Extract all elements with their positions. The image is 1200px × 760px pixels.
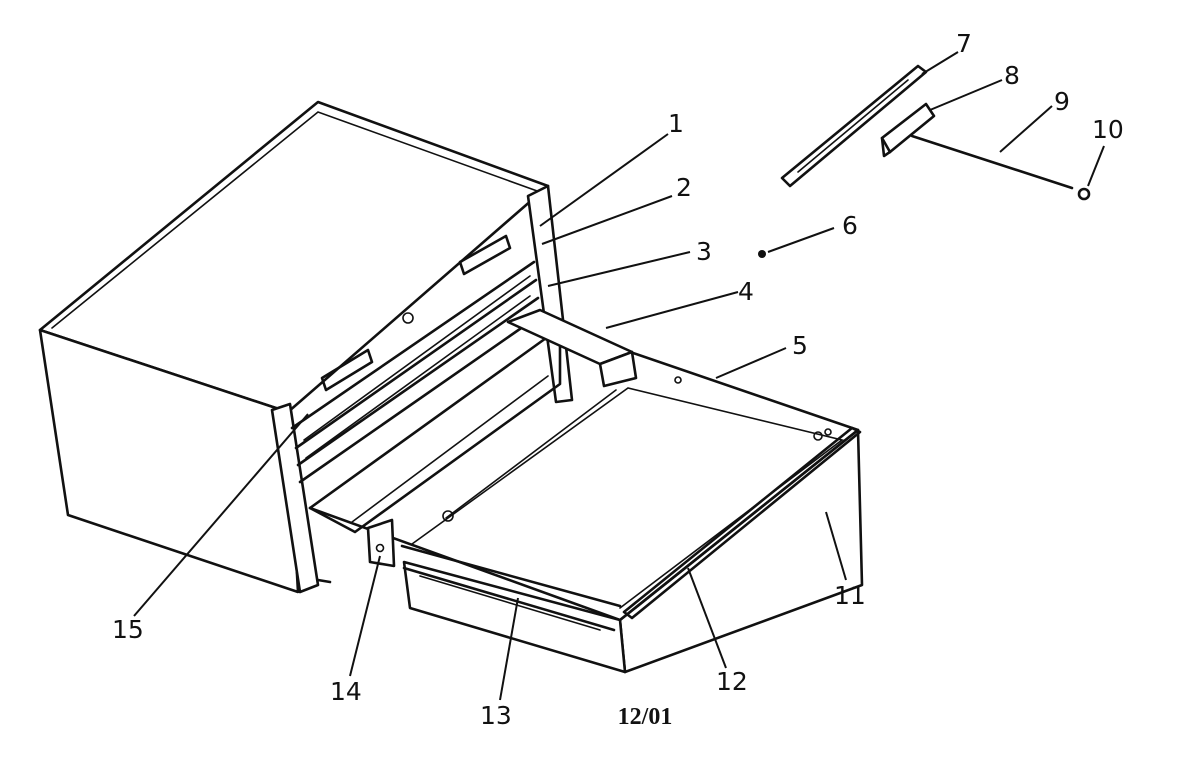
callout-8: 8 <box>1004 61 1020 90</box>
callout-9: 9 <box>1054 87 1070 116</box>
callout-3: 3 <box>696 237 712 266</box>
leader-lines <box>133 51 1105 701</box>
callout-7: 7 <box>956 29 972 58</box>
part-6-screw <box>758 250 766 258</box>
callout-11: 11 <box>834 581 866 610</box>
callout-4: 4 <box>738 277 754 306</box>
cabinet-body <box>38 100 574 594</box>
callout-13: 13 <box>480 701 512 730</box>
callout-14: 14 <box>330 677 362 706</box>
part-9-rod <box>910 134 1074 190</box>
callout-12: 12 <box>716 667 748 696</box>
callout-1: 1 <box>668 109 684 138</box>
drawer <box>308 308 864 674</box>
part-10-nut <box>1077 187 1091 201</box>
callout-5: 5 <box>792 331 808 360</box>
part-8-bracket <box>880 102 936 158</box>
callout-6: 6 <box>842 211 858 240</box>
callout-2: 2 <box>676 173 692 202</box>
revision-date: 12/01 <box>617 704 673 730</box>
callout-labels: 1 2 3 4 5 6 7 8 9 10 11 12 13 14 15 <box>112 29 1124 730</box>
callout-10: 10 <box>1092 115 1124 144</box>
callout-15: 15 <box>112 615 144 644</box>
